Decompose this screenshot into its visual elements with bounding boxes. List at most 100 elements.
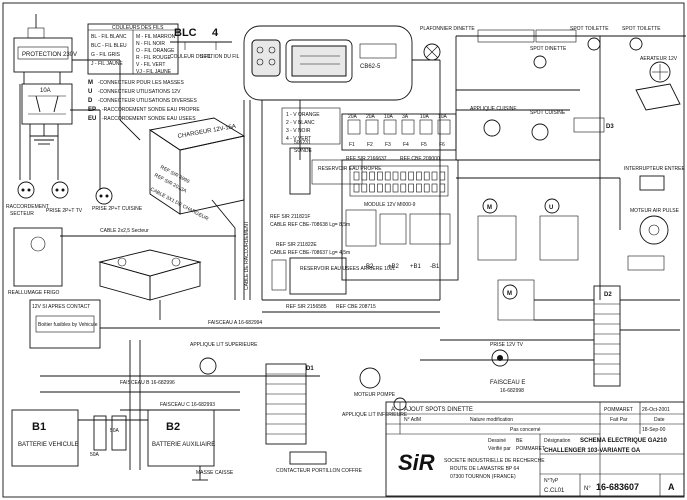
city: 07300 TOURNON (FRANCE) [450, 474, 516, 480]
panel-ref: CB62-5 [360, 64, 381, 70]
module-pin [400, 183, 407, 193]
socket-12v-tv: PRISE 12V TV [490, 342, 524, 367]
battery-aux: B2 BATTERIE AUXILIAIRE [147, 409, 215, 467]
module-pin [439, 183, 446, 193]
vehicle-fuse-box: 12V SI APRES CONTACT Boitier fusibles by… [29, 299, 101, 349]
connector-u-label: U [549, 205, 553, 211]
wire-example: BLC 4 COULEUR DU FIL SECTION DU FIL [170, 27, 240, 60]
charger: CHARGEUR 12V-15A REF SIR 3999 REF SIR 20… [148, 117, 246, 222]
module-pin [439, 171, 446, 181]
sensor-wire: 2 - V BLANC [286, 120, 315, 126]
bed-lamp-lower-label: APPLIQUE LIT INFERIEURE [342, 412, 408, 418]
connector-legend: M -CONNECTEUR POUR LES MASSES U -CONNECT… [88, 80, 200, 122]
pas-concerne: Pas concerné [510, 427, 541, 433]
module-pin [377, 183, 383, 193]
kitchen-lamp: APPLIQUE CUISINE [470, 106, 517, 137]
connector-m-label: M [487, 205, 492, 211]
color-row: G - FIL GRIS [91, 52, 121, 58]
color-row: J - FIL JAUNE [91, 61, 123, 67]
battery-2-id: B2 [166, 421, 180, 433]
battery-1-id: B1 [32, 421, 46, 433]
fan-12v: AERATEUR 12V [640, 56, 678, 83]
rev-letter: A [391, 407, 395, 413]
color-row: BL - FIL BLANC [91, 34, 127, 40]
address: ROUTE DE LAMASTRE BP 64 [450, 466, 519, 472]
kitchen-lamp-label: APPLIQUE CUISINE [470, 106, 517, 112]
module-pin [392, 183, 399, 193]
module-pin [408, 183, 414, 193]
color-row: VJ - FIL JAUNE [136, 69, 172, 75]
module-pin [431, 171, 438, 181]
sonde-ref: 505231 [294, 140, 311, 146]
legend-text: -RACCORDEMENT SONDE EAU PROPRE [102, 107, 200, 113]
entry-switch-label: INTERRUPTEUR ENTREE [624, 166, 686, 172]
cable-label: CABLE 2x2,5 Secteur [100, 228, 149, 234]
module-pin [416, 183, 422, 193]
module-12v: REF SIR 2166637 REF CBE 209000 MODULE 12… [341, 156, 459, 281]
drawing-number: 16-683607 [596, 482, 639, 492]
fan-label: AERATEUR 12V [640, 56, 678, 62]
battery-fuse-2: 50A [110, 415, 127, 451]
entry-switch: INTERRUPTEUR ENTREE [624, 166, 686, 191]
socket-tv-label: PRISE 2P+T TV [46, 208, 83, 214]
charger-cable: CABLE 3X1 DE CHARGEUR [149, 186, 210, 222]
dessine-label: Dessiné [488, 438, 506, 444]
legend-code: M [88, 80, 93, 86]
fuse-slot [383, 119, 397, 135]
sensor-wire: 3 - V NOIR [286, 128, 311, 134]
mains-label-2: SECTEUR [10, 211, 34, 217]
mains-label-1: RACCORDEMENT [6, 204, 49, 210]
grey-cable: CABLE REF CBE-708637 Lg= 4,5m [270, 250, 350, 256]
trunk-switch-label: CONTACTEUR PORTILLON COFFRE [276, 468, 363, 474]
fuse-1-rating: 50A [90, 452, 100, 458]
date-2: 18-Sep-00 [642, 427, 666, 433]
cable-raccordement: CABLE DE RACCORDEMENT [244, 221, 250, 290]
sonde-label: SONDE [294, 148, 312, 154]
fuse-rating: 20A [366, 114, 376, 120]
harness-b: FAISCEAU B 16-682996 [120, 380, 175, 386]
fridge-ignition: REALLUMAGE FRIGO [8, 227, 63, 296]
charger-title: CHARGEUR 12V-15A [177, 124, 236, 140]
module-pin [384, 171, 391, 181]
verifie-label: Vérifié par [488, 446, 511, 452]
legend-code: D [88, 98, 93, 104]
ceiling-light-label: PLAFONNIER DINETTE [420, 26, 475, 32]
module-pin [384, 183, 391, 193]
bed-lamp-upper: APPLIQUE LIT SUPERIEURE [190, 342, 258, 375]
tyl-value: C.CL01 [544, 488, 565, 494]
fuse-label: F5 [421, 142, 427, 148]
designation-2: CHALLENGER 103-VARIANTE GA [544, 448, 641, 454]
grey-ref: REF SIR 211822E [276, 242, 317, 248]
connector-m2: M [497, 279, 535, 321]
module-ref2: REF CBE 209000 [400, 156, 440, 162]
harness-c: FAISCEAU C 16-682993 [160, 402, 215, 408]
module-pin [353, 183, 360, 193]
protection-label: PROTECTION 230V [22, 52, 77, 58]
fuse-label: F2 [367, 142, 373, 148]
socket-12v-label: PRISE 12V TV [490, 342, 524, 348]
bed-lamp-lower: APPLIQUE LIT INFERIEURE [342, 397, 408, 418]
connector-m2-label: M [507, 291, 512, 297]
engine-sketch [98, 249, 202, 320]
legend-text: -CONNECTEUR POUR LES MASSES [98, 80, 185, 86]
color-code-table: COULEURS DES FILS BL - FIL BLANC BLC - F… [87, 23, 179, 75]
wire-color-example: BLC [174, 27, 197, 39]
bottom-ref1: REF SIR 2156585 [286, 304, 327, 310]
socket-kitchen: PRISE 2P+T CUISINE [92, 187, 143, 212]
wire-section-caption: SECTION DU FIL [200, 54, 240, 60]
legend-code: EU [88, 116, 96, 122]
module-terminal: +B1 [410, 264, 422, 270]
fresh-cable: CABLE REF CBE-708638 Lg= 8,5m [270, 222, 350, 228]
connector-d1-label: D1 [306, 366, 314, 372]
fusebox-label: Boitier fusibles by Vehicule [38, 322, 98, 328]
modif-text: AJOUT SPOTS DINETTE [404, 407, 473, 413]
protection-block: PROTECTION 230V [13, 14, 77, 84]
fuse-label: F1 [349, 142, 355, 148]
tyl-label: N°TyP [544, 478, 559, 484]
laptop-like-device [635, 83, 681, 111]
color-row: R - FIL ROUGE [136, 55, 171, 61]
connector-row-top: D3 [477, 29, 614, 133]
fuse-slot [437, 119, 451, 135]
